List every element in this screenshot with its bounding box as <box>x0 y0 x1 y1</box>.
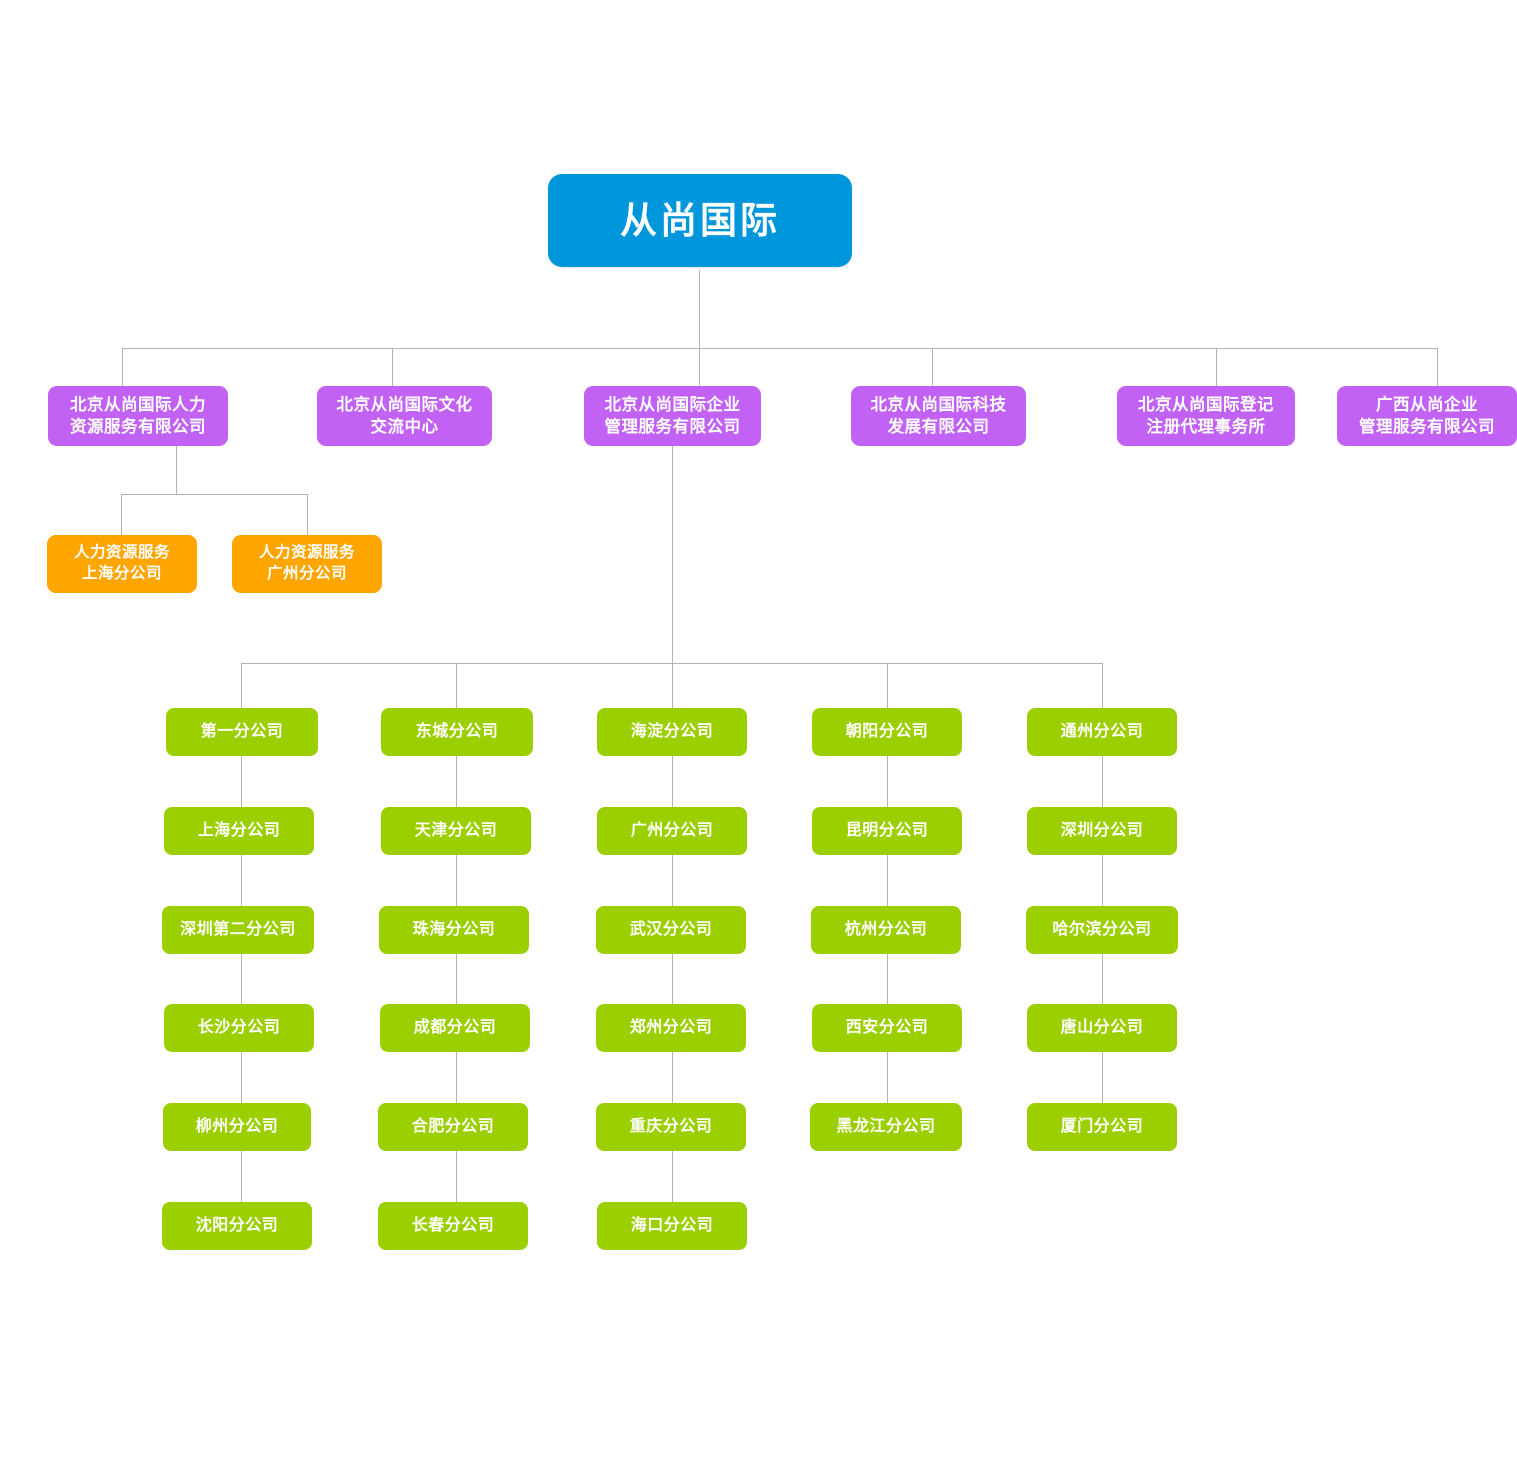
branch-node-c1-r3[interactable]: 深圳第二分公司 <box>162 906 314 954</box>
connector-drop-division-3 <box>699 348 700 388</box>
division-node-1[interactable]: 北京从尚国际人力 资源服务有限公司 <box>48 386 228 446</box>
branch-node-c4-r4[interactable]: 西安分公司 <box>812 1004 962 1052</box>
branch-node-c3-r3[interactable]: 武汉分公司 <box>596 906 746 954</box>
branch-node-c5-r4[interactable]: 唐山分公司 <box>1027 1004 1177 1052</box>
branch-node-c4-r2[interactable]: 昆明分公司 <box>812 807 962 855</box>
connector-drop-division-4 <box>932 348 933 388</box>
branch-node-c5-r3[interactable]: 哈尔滨分公司 <box>1026 906 1178 954</box>
branch-node-c4-r1[interactable]: 朝阳分公司 <box>812 708 962 756</box>
connector-drop-division-2 <box>392 348 393 388</box>
branch-node-c1-r2[interactable]: 上海分公司 <box>164 807 314 855</box>
connector-drop-division-1 <box>122 348 123 388</box>
connector-drop-green-col-5 <box>1102 663 1103 708</box>
connector-drop-division-5 <box>1216 348 1217 388</box>
connector-enterprise-stem <box>672 446 673 664</box>
connector-green-chain-col-3 <box>672 756 673 1250</box>
connector-green-chain-col-1 <box>241 756 242 1250</box>
division-node-4[interactable]: 北京从尚国际科技 发展有限公司 <box>851 386 1026 446</box>
branch-node-c3-r5[interactable]: 重庆分公司 <box>596 1103 746 1151</box>
connector-division-bus <box>122 348 1438 349</box>
branch-node-c1-r4[interactable]: 长沙分公司 <box>164 1004 314 1052</box>
branch-node-c1-r5[interactable]: 柳州分公司 <box>163 1103 311 1151</box>
connector-drop-division-6 <box>1437 348 1438 388</box>
branch-node-c2-r6[interactable]: 长春分公司 <box>378 1202 528 1250</box>
branch-node-c3-r2[interactable]: 广州分公司 <box>597 807 747 855</box>
connector-hr-stem <box>176 446 177 495</box>
connector-drop-green-col-4 <box>887 663 888 708</box>
branch-node-c4-r5[interactable]: 黑龙江分公司 <box>810 1103 962 1151</box>
branch-node-c2-r1[interactable]: 东城分公司 <box>381 708 533 756</box>
connector-drop-green-col-3 <box>672 663 673 708</box>
branch-node-c1-r1[interactable]: 第一分公司 <box>166 708 318 756</box>
branch-node-c2-r3[interactable]: 珠海分公司 <box>379 906 529 954</box>
connector-drop-green-col-2 <box>456 663 457 708</box>
branch-node-c3-r4[interactable]: 郑州分公司 <box>596 1004 746 1052</box>
branch-node-c5-r1[interactable]: 通州分公司 <box>1027 708 1177 756</box>
branch-node-c2-r5[interactable]: 合肥分公司 <box>378 1103 528 1151</box>
connector-hr-bus <box>121 494 307 495</box>
connector-drop-hr-1 <box>121 494 122 535</box>
connector-drop-hr-2 <box>307 494 308 535</box>
division-node-6[interactable]: 广西从尚企业 管理服务有限公司 <box>1337 386 1517 446</box>
branch-node-c1-r6[interactable]: 沈阳分公司 <box>162 1202 312 1250</box>
branch-node-c2-r2[interactable]: 天津分公司 <box>381 807 531 855</box>
connector-root-stem <box>699 270 700 349</box>
connector-green-chain-col-2 <box>456 756 457 1250</box>
root-node[interactable]: 从尚国际 <box>548 174 852 267</box>
hr-branch-node-2[interactable]: 人力资源服务 广州分公司 <box>232 535 382 593</box>
branch-node-c3-r6[interactable]: 海口分公司 <box>597 1202 747 1250</box>
division-node-3[interactable]: 北京从尚国际企业 管理服务有限公司 <box>584 386 761 446</box>
hr-branch-node-1[interactable]: 人力资源服务 上海分公司 <box>47 535 197 593</box>
branch-node-c2-r4[interactable]: 成都分公司 <box>380 1004 530 1052</box>
branch-node-c4-r3[interactable]: 杭州分公司 <box>811 906 961 954</box>
branch-node-c5-r2[interactable]: 深圳分公司 <box>1027 807 1177 855</box>
branch-node-c3-r1[interactable]: 海淀分公司 <box>597 708 747 756</box>
division-node-2[interactable]: 北京从尚国际文化 交流中心 <box>317 386 492 446</box>
division-node-5[interactable]: 北京从尚国际登记 注册代理事务所 <box>1117 386 1295 446</box>
connector-drop-green-col-1 <box>241 663 242 708</box>
branch-node-c5-r5[interactable]: 厦门分公司 <box>1027 1103 1177 1151</box>
